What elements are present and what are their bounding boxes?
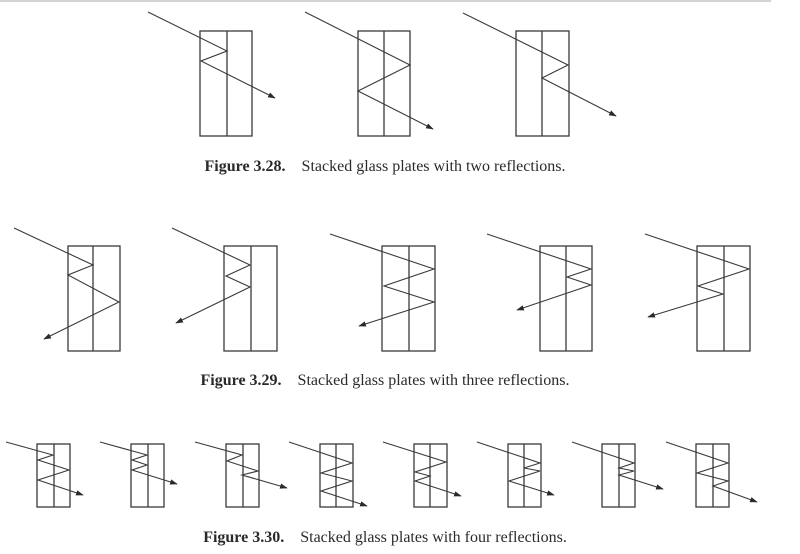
glass-plate-stack [67, 245, 121, 352]
figure-number: Figure 3.29. [200, 372, 282, 389]
glass-plate-panel-3-30e [382, 441, 462, 508]
figure-caption-3-30: Figure 3.30. Stacked glass plates with f… [0, 529, 770, 547]
light-ray-arrow [288, 441, 368, 507]
glass-plate-panel-3-30b [99, 441, 178, 508]
glass-plate-panel-3-29d [486, 233, 593, 352]
light-ray-arrow [304, 11, 434, 130]
light-ray-arrow [644, 233, 751, 318]
glass-plate-panel-3-30c [194, 441, 288, 508]
glass-plate-panel-3-29a [13, 227, 121, 352]
figure-number: Figure 3.28. [204, 158, 286, 175]
glass-plate-panel-3-30a [5, 441, 84, 508]
light-ray-arrow [476, 441, 555, 496]
figure-title: Stacked glass plates with four reflectio… [300, 529, 567, 546]
glass-plate-panel-3-30g [571, 441, 664, 508]
light-ray-arrow [5, 441, 84, 496]
light-ray-arrow [665, 441, 758, 503]
light-ray-arrow [462, 12, 617, 117]
glass-plate-stack [199, 30, 253, 137]
figure-title: Stacked glass plates with two reflection… [301, 158, 566, 175]
light-ray-arrow [99, 441, 178, 485]
light-ray-arrow [171, 227, 252, 324]
glass-plate-panel-3-28a [147, 11, 276, 137]
glass-plate-panel-3-28c [462, 12, 617, 137]
page-top-border [0, 0, 771, 2]
glass-plate-panel-3-28b [304, 11, 434, 137]
glass-plate-panel-3-29b [171, 227, 278, 352]
light-ray-arrow [194, 441, 288, 489]
glass-plate-panel-3-29c [329, 233, 436, 352]
light-ray-arrow [147, 11, 276, 99]
figure-caption-3-28: Figure 3.28. Stacked glass plates with t… [0, 158, 770, 176]
glass-plate-panel-3-30f [476, 441, 555, 508]
light-ray-arrow [571, 441, 664, 490]
figure-title: Stacked glass plates with three reflecti… [297, 372, 570, 389]
light-ray-arrow [329, 233, 436, 327]
glass-plate-panel-3-30h [665, 441, 758, 508]
glass-plate-panel-3-30d [288, 441, 368, 508]
glass-plate-panel-3-29e [644, 233, 751, 352]
light-ray-arrow [382, 441, 462, 497]
figure-caption-3-29: Figure 3.29. Stacked glass plates with t… [0, 372, 770, 390]
light-ray-arrow [13, 227, 121, 340]
light-ray-arrow [486, 233, 593, 311]
figure-number: Figure 3.30. [203, 529, 285, 546]
